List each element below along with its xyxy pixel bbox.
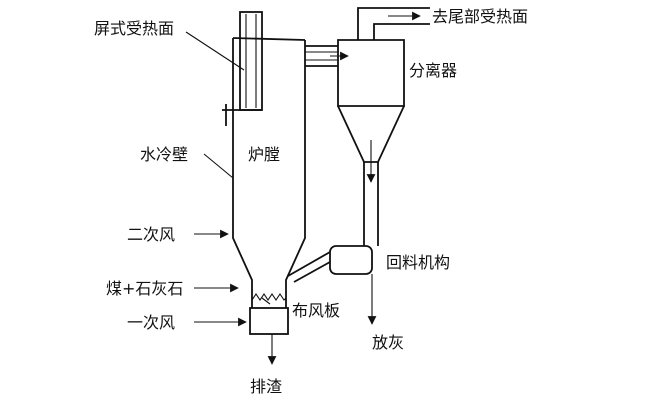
label-screen-heating-surface: 屏式受热面 bbox=[94, 19, 174, 38]
flow-arrows bbox=[194, 11, 421, 365]
label-coal-limestone: 煤+石灰石 bbox=[106, 279, 183, 298]
screen-heating-surface bbox=[222, 11, 263, 126]
label-to-tail-surface: 去尾部受热面 bbox=[432, 7, 528, 26]
windbox bbox=[249, 307, 289, 335]
distributor-plate bbox=[251, 293, 287, 301]
label-furnace: 炉膛 bbox=[248, 145, 280, 164]
label-bottom-ash: 排渣 bbox=[250, 377, 282, 396]
leader-lines bbox=[185, 31, 271, 305]
furnace-shell bbox=[232, 37, 306, 308]
label-primary-air: 一次风 bbox=[127, 313, 175, 332]
label-separator: 分离器 bbox=[409, 61, 457, 80]
label-distributor-plate: 布风板 bbox=[292, 301, 340, 320]
loop-seal bbox=[287, 245, 373, 283]
label-loop-seal: 回料机构 bbox=[386, 253, 450, 272]
label-secondary-air: 二次风 bbox=[127, 225, 175, 244]
flue-gas-outlet bbox=[357, 7, 430, 40]
furnace-outlet-duct bbox=[305, 45, 338, 67]
label-water-wall: 水冷壁 bbox=[140, 145, 188, 164]
label-ash-discharge: 放灰 bbox=[372, 333, 404, 352]
